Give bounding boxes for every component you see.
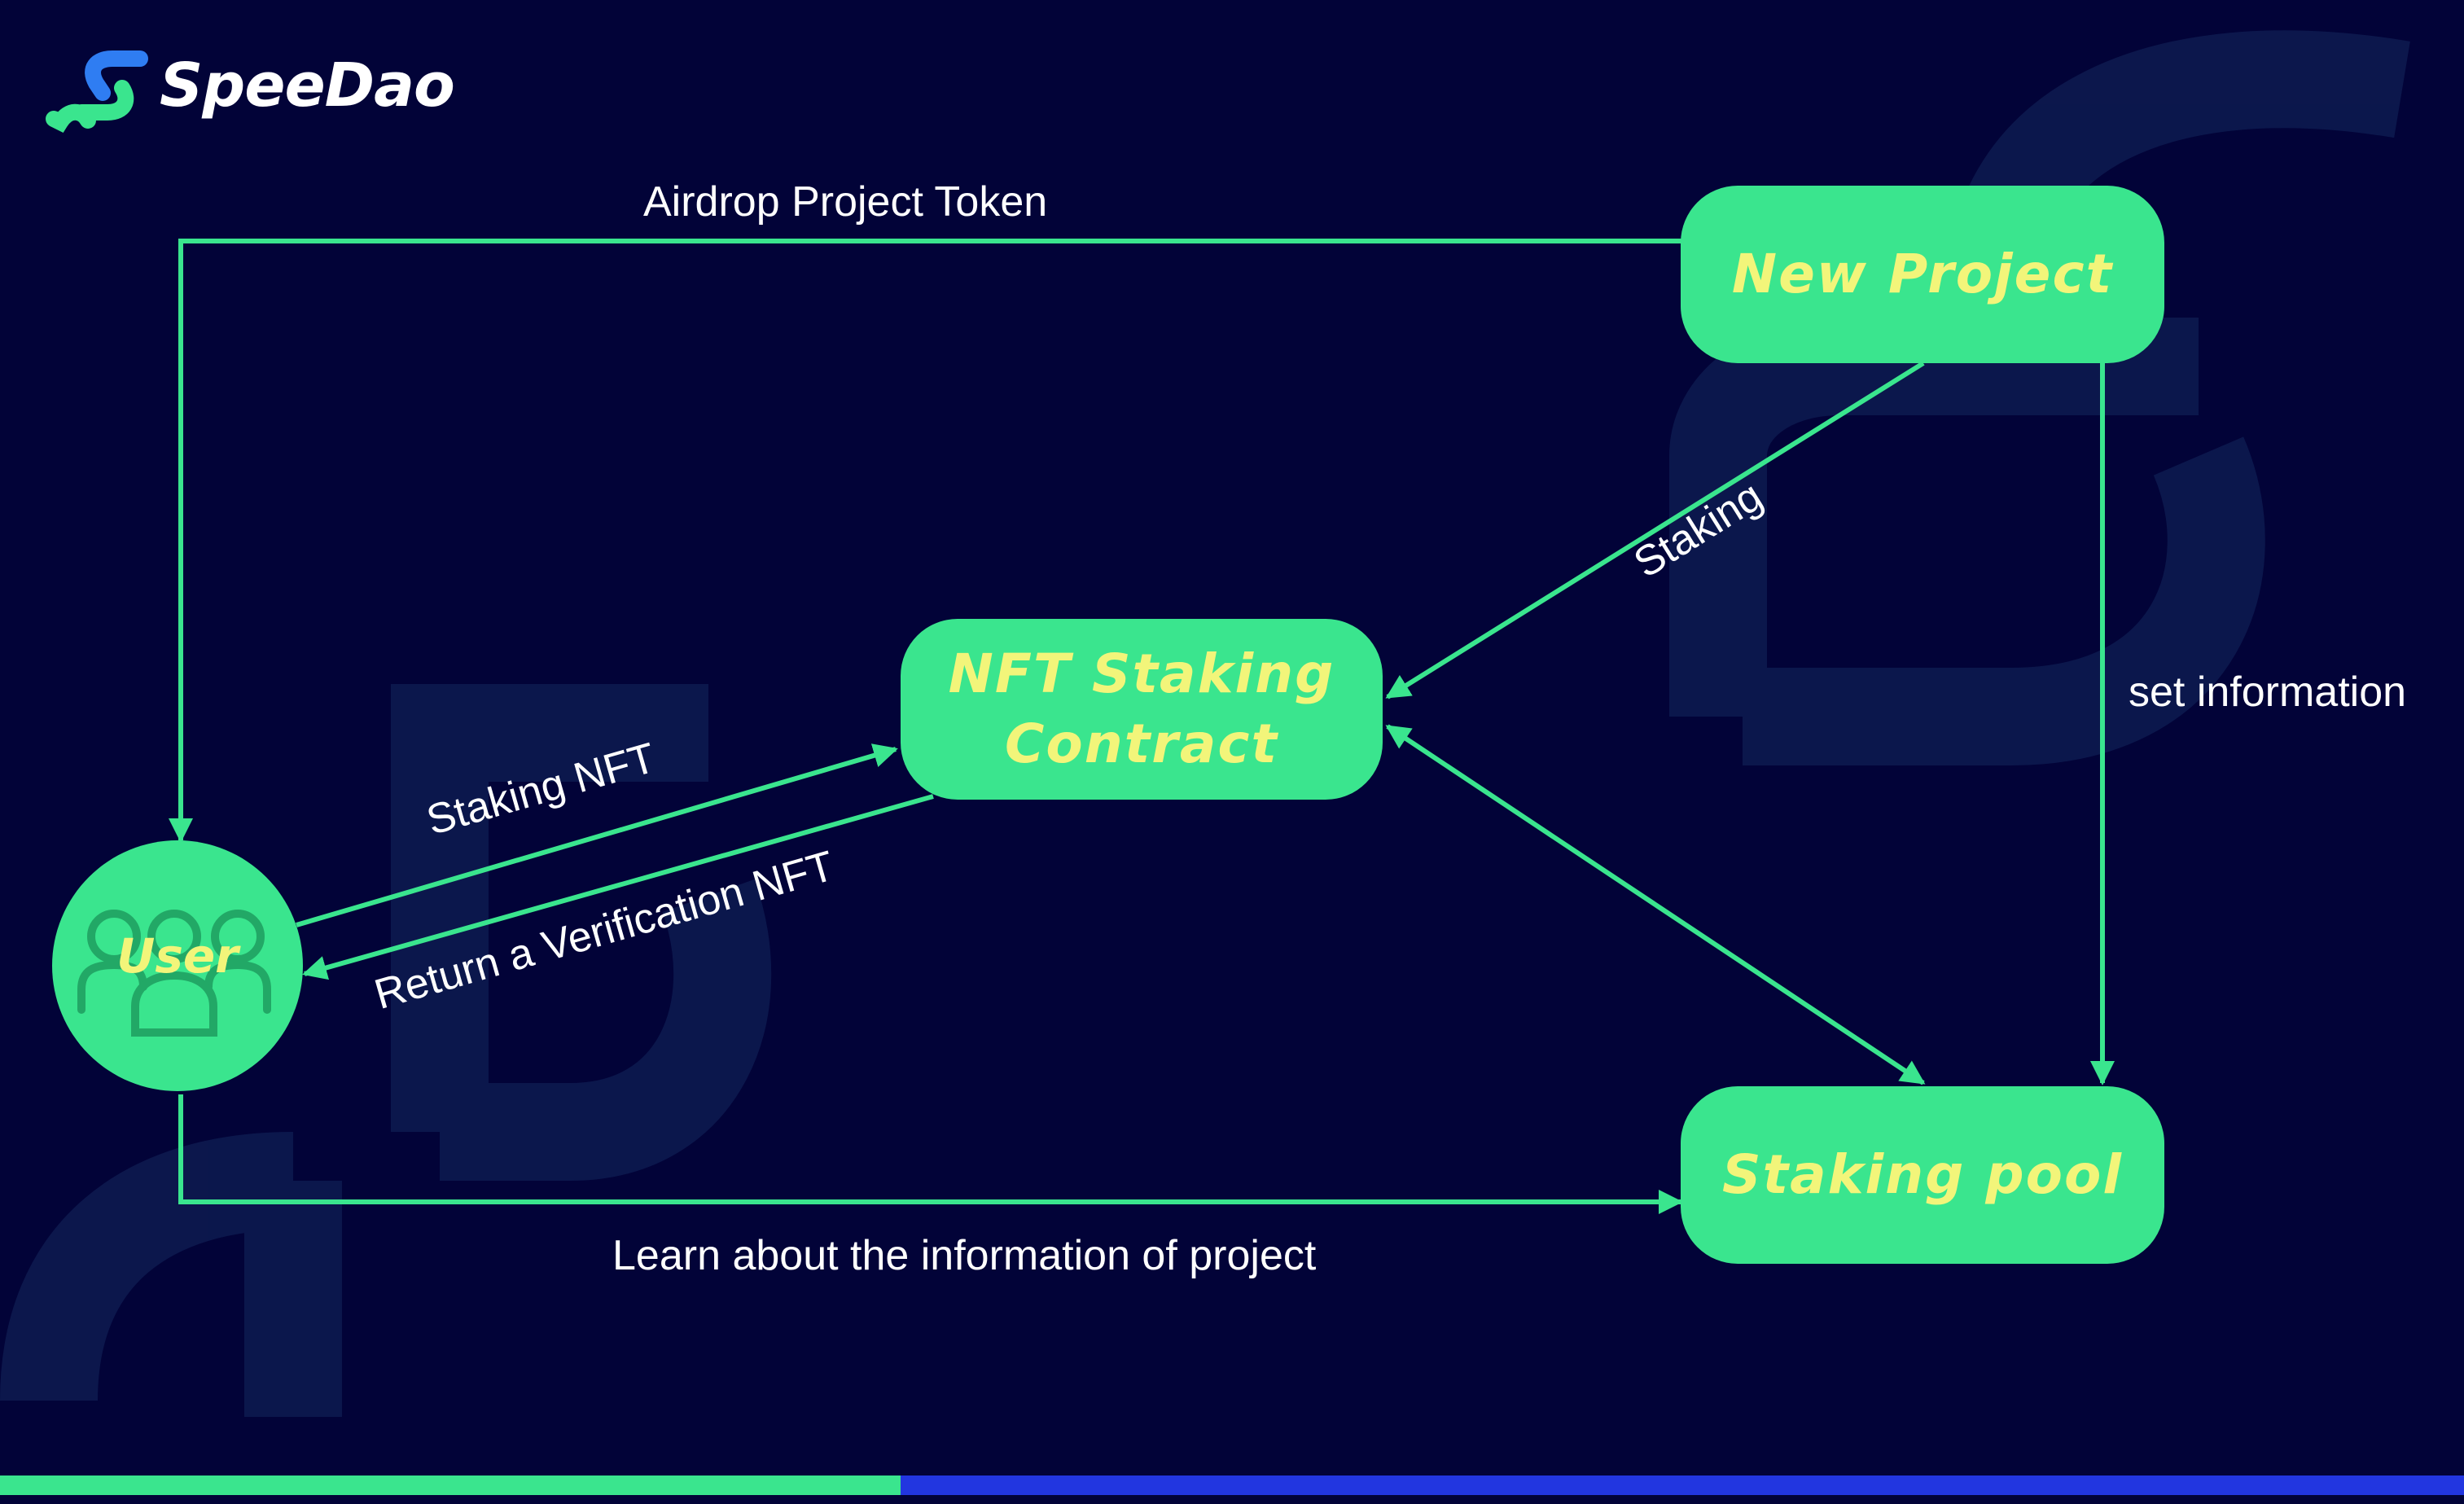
nft-staking-contract-label-line2: Contract — [1004, 713, 1279, 775]
edge-staking-nft — [296, 743, 898, 927]
edge-label-airdrop: Airdrop Project Token — [643, 178, 1048, 226]
staking-pool-label: Staking pool — [1722, 1143, 2123, 1207]
nft-staking-contract-label-line1: NFT Staking — [948, 642, 1335, 706]
new-project-node[interactable]: New Project — [1681, 186, 2164, 363]
brand-name: SpeeDao — [160, 50, 455, 121]
new-project-label: New Project — [1731, 243, 2114, 306]
bottom-bar-green — [0, 1475, 901, 1495]
nft-staking-contract-label: NFT Staking Contract — [949, 639, 1335, 779]
user-node[interactable] — [52, 840, 303, 1091]
edges — [169, 239, 2115, 1214]
edge-label-set-information: set information — [2129, 669, 2407, 716]
staking-pool-node[interactable]: Staking pool — [1681, 1086, 2164, 1264]
edge-return-verification — [302, 794, 934, 980]
nft-staking-contract-node[interactable]: NFT Staking Contract — [901, 619, 1383, 800]
speedao-logo-icon — [46, 50, 148, 134]
edge-airdrop — [169, 239, 1686, 843]
edge-contract-pool — [1385, 724, 1926, 1085]
edge-learn-info — [178, 1094, 1683, 1214]
edge-staking — [1385, 361, 1925, 699]
edge-label-learn-info: Learn about the information of project — [612, 1232, 1317, 1279]
users-group-icon — [77, 910, 271, 1037]
bottom-bar-blue — [901, 1475, 2464, 1495]
user-label: User — [116, 928, 239, 984]
